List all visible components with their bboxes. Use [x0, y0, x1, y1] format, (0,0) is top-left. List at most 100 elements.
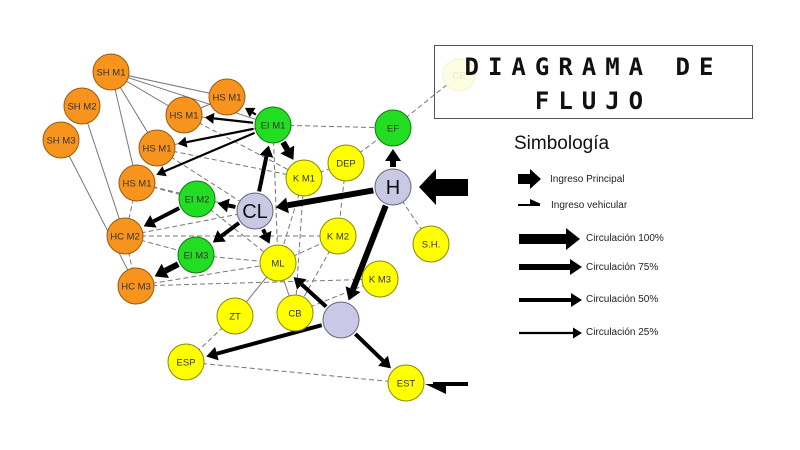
legend-label-vehicle: Ingreso vehicular: [551, 200, 628, 211]
node-label: SH M1: [96, 68, 125, 79]
block-arrow-icon: [518, 169, 541, 189]
dashed-link: [272, 124, 279, 264]
node-label: EI M2: [185, 195, 210, 206]
node-hub2: [322, 301, 360, 339]
flow-arrow-cl-eim3: [212, 221, 241, 243]
node-label: EST: [397, 379, 416, 390]
node-eim2: EI M2: [178, 180, 216, 218]
node-label: CE: [452, 71, 465, 82]
flow-arrow-eim1-hsm1d: [156, 131, 256, 177]
entries-layer: [419, 169, 468, 394]
node-label: ML: [271, 259, 284, 270]
flow-arrow-eim3-hcm3: [154, 261, 180, 278]
dashed-link: [156, 147, 305, 179]
node-label: HC M3: [121, 282, 151, 293]
title-box: DIAGRAMA DE FLUJO: [434, 45, 753, 119]
flow-arrow-hub2-est: [353, 332, 391, 369]
node-cb: CB: [276, 294, 314, 332]
arrows-layer: [143, 107, 401, 369]
node-hcm3: HC M3: [117, 267, 155, 305]
node-label: EI M1: [261, 121, 286, 132]
arrow-75-icon: [519, 259, 582, 275]
dashed-link: [183, 114, 305, 179]
node-eim1: EI M1: [254, 106, 292, 144]
node-sh: S.H.: [412, 225, 450, 263]
node-label: H: [386, 177, 400, 199]
dashed-link: [156, 147, 256, 212]
flow-arrow-hub2-esp: [206, 323, 323, 361]
legend-label-c75: Circulación 75%: [586, 262, 659, 273]
node-shm1a: SH M1: [92, 53, 130, 91]
solid-link: [110, 71, 228, 98]
node-km3: K M3: [361, 260, 399, 298]
flow-arrow-h-hub2: [345, 204, 389, 301]
node-zt: ZT: [216, 297, 254, 335]
node-label: CB: [288, 309, 301, 320]
solid-link: [60, 139, 137, 287]
flow-arrow-eim1-hsm1a: [244, 107, 257, 118]
node-ml: ML: [259, 244, 297, 282]
node-label: HS M1: [122, 179, 151, 190]
node-label: HS M1: [169, 111, 198, 122]
flow-arrow-cl-ml: [258, 228, 272, 244]
node-h: H: [374, 168, 412, 206]
flow-arrow-eim1-km1: [280, 140, 295, 160]
dashed-link: [272, 124, 394, 129]
node-esp: ESP: [167, 343, 205, 381]
node-label: HS M1: [212, 93, 241, 104]
dashed-link: [294, 177, 305, 314]
node-eim3: EI M3: [177, 236, 215, 274]
flow-arrow-eim1-hsm1c: [177, 127, 254, 148]
node-label: SH M2: [67, 102, 96, 113]
arrow-25-icon: [519, 327, 582, 339]
node-est: EST: [387, 364, 425, 402]
node-label: K M2: [327, 232, 349, 243]
node-label: HS M1: [142, 144, 171, 155]
dashed-link: [135, 278, 381, 287]
node-ce: CE: [442, 58, 476, 92]
node-label: SH M3: [46, 136, 75, 147]
node-shm3: SH M3: [42, 121, 80, 159]
dashed-link: [124, 210, 256, 237]
vehicle-entry-arrow: [425, 382, 468, 394]
flow-arrow-eim2-hcm2: [143, 206, 181, 228]
node-label: ESP: [176, 358, 195, 369]
node-label: S.H.: [422, 240, 440, 251]
node-label: CL: [242, 201, 268, 223]
node-label: HC M2: [110, 232, 140, 243]
node-hsm1c: HS M1: [138, 129, 176, 167]
node-label: K M1: [293, 174, 315, 185]
node-km2: K M2: [319, 217, 357, 255]
main-entry-arrow: [419, 169, 468, 205]
legend-icons: [518, 169, 582, 339]
solid-link: [110, 71, 138, 184]
flow-arrow-cl-eim2: [217, 198, 236, 213]
node-hsm1a: HS M1: [208, 78, 246, 116]
node-hsm1d: HS M1: [118, 164, 156, 202]
flow-arrow-cl-eim1: [257, 145, 274, 192]
nodes-layer: SH M1 SH M2 SH M3 HS M1 HS M1 HS M1 HS M1 HC M2…: [42, 53, 476, 402]
node-label: K M3: [369, 275, 391, 286]
legend-label-main: Ingreso Principal: [550, 174, 625, 185]
node-shm2: SH M2: [63, 87, 101, 125]
dashed-link: [392, 74, 460, 129]
dashed-link: [185, 361, 407, 384]
node-hcm2: HC M2: [106, 217, 144, 255]
half-arrow-icon: [518, 199, 541, 206]
node-label: ZT: [229, 312, 241, 323]
flow-arrow-hub2-ml: [293, 277, 328, 309]
node-cl: CL: [236, 192, 274, 230]
node-hsm1b: HS M1: [165, 96, 203, 134]
legend-label-c100: Circulación 100%: [586, 233, 664, 244]
legend-label-c25: Circulación 25%: [586, 327, 659, 338]
title-line-1: DIAGRAMA DE: [464, 53, 723, 81]
node-label: EI M3: [184, 251, 209, 262]
solid-link: [81, 105, 126, 237]
arrow-50-icon: [519, 293, 582, 307]
node-ef: EF: [374, 109, 412, 147]
title-line-2: FLUJO: [534, 87, 653, 115]
node-km1: K M1: [285, 159, 323, 197]
arrow-100-icon: [519, 228, 580, 250]
flow-arrow-eim1-hsm1b: [204, 112, 254, 124]
